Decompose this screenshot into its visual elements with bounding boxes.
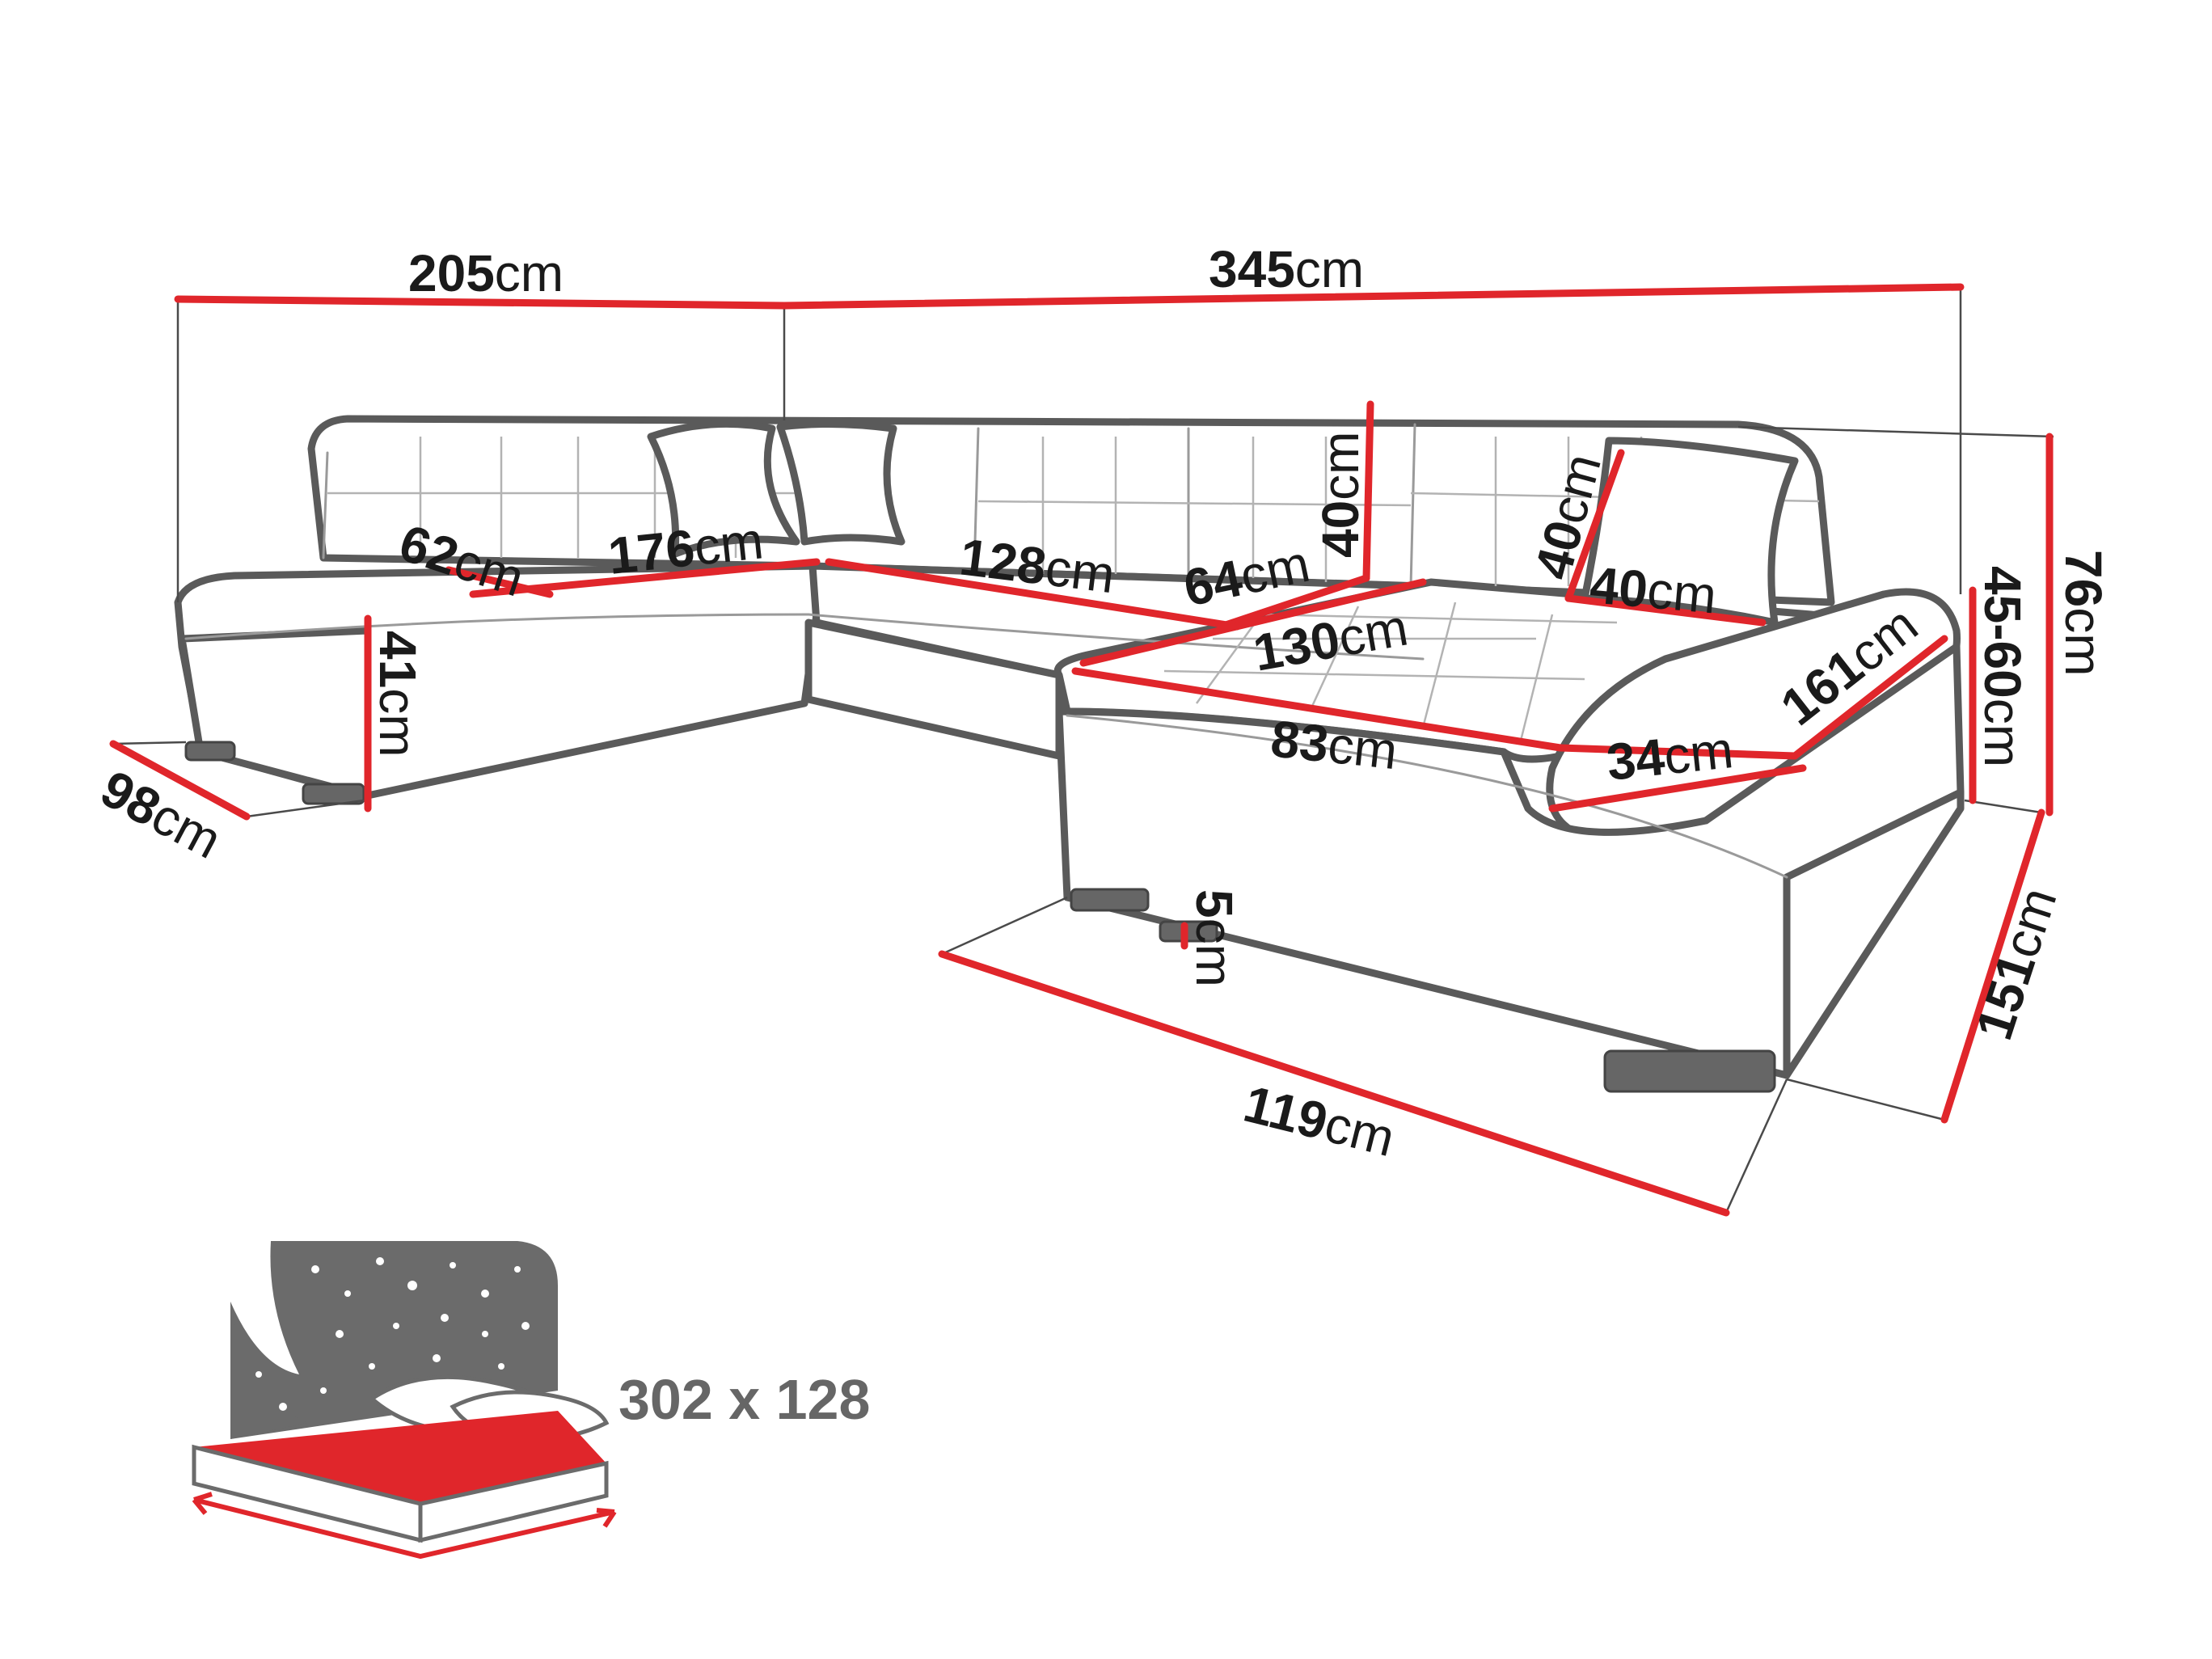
dim-line-151: [1940, 808, 2045, 1124]
seam-line: [322, 451, 329, 559]
dim-line-34b: [1548, 764, 1807, 813]
label-41: 41cm: [369, 631, 427, 758]
dim-line-40-pillow-h: [1564, 449, 1625, 602]
pillow-left-1: [647, 420, 800, 558]
dim-line-176: [469, 558, 821, 598]
star-icons: [255, 1257, 530, 1411]
pillow-left-2: [776, 420, 905, 546]
label-176: 176cm: [606, 511, 766, 585]
dim-line-161: [1791, 635, 1948, 760]
label-119: 119cm: [1239, 1074, 1400, 1167]
label-128: 128cm: [956, 527, 1117, 604]
label-98: 98cm: [91, 759, 230, 870]
dim-line-83: [1071, 667, 1564, 752]
bed-night-icon: [192, 1241, 617, 1560]
dim-line-119: [938, 950, 1730, 1217]
seam-line: [1066, 714, 1788, 879]
label-34: 34cm: [1604, 720, 1736, 792]
dim-line-130: [1079, 578, 1427, 667]
dim-line-98: [109, 740, 251, 821]
label-205: 205cm: [408, 244, 564, 302]
sofa-leg: [1603, 1049, 1776, 1093]
dim-line-128: [825, 558, 1241, 631]
label-40-back: 40cm: [1311, 432, 1370, 559]
dimension-labels: 205cm 345cm 62cm 176cm 128cm 64cm 40cm 1…: [91, 240, 2113, 1167]
bed-size-label: 302 x 128: [618, 1368, 870, 1431]
dimension-lines: [109, 283, 2054, 1217]
sofa-chaise-front: [1055, 643, 1965, 1079]
chaise-tufting: [1163, 602, 1618, 745]
dim-line-345: [780, 283, 1965, 310]
label-64: 64cm: [1179, 534, 1315, 618]
sofa-left-front: [178, 627, 372, 800]
pillow-right: [1581, 437, 1799, 627]
dim-line-34: [1556, 744, 1799, 760]
label-45-60: 45-60cm: [1973, 566, 2032, 767]
seam-line: [973, 427, 980, 572]
seam-line: [184, 613, 810, 640]
label-345: 345cm: [1209, 240, 1364, 298]
label-151: 151cm: [1965, 880, 2068, 1046]
sofa-leg: [184, 741, 236, 762]
sofa-leg: [1070, 888, 1150, 912]
dim-line-40-pillow-w: [1564, 594, 1767, 627]
dim-line-64: [1217, 574, 1370, 631]
dim-line-40-back: [1362, 400, 1374, 582]
corner-sofa-drawing: [174, 415, 1965, 1093]
seam-line: [1409, 423, 1416, 588]
label-5: 5cm: [1185, 889, 1243, 987]
dim-line-205: [174, 295, 788, 310]
label-40-pillow-w: 40cm: [1588, 555, 1719, 624]
label-76: 76cm: [2054, 550, 2113, 677]
label-83: 83cm: [1269, 709, 1400, 780]
sofa-leg: [1159, 920, 1218, 943]
sofa-chaise-side: [1783, 788, 1965, 1079]
extension-lines: [112, 287, 2054, 1214]
seam-line: [807, 613, 1425, 661]
